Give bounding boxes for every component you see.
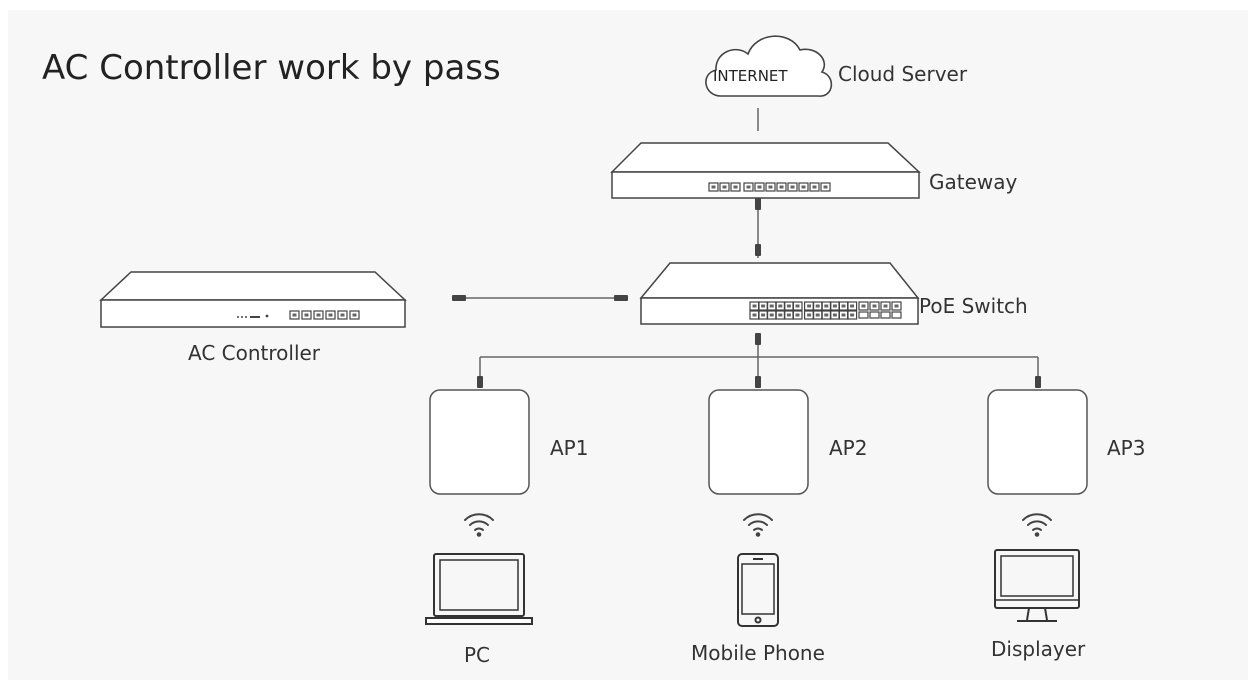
displayer-label: Displayer xyxy=(991,637,1086,661)
network-diagram xyxy=(99,35,1088,627)
diagram-title: AC Controller work by pass xyxy=(42,48,501,88)
mobile-phone-label: Mobile Phone xyxy=(691,641,825,665)
poe-switch-label: PoE Switch xyxy=(919,294,1028,318)
ap3-device xyxy=(987,389,1088,495)
poe-switch-device xyxy=(639,262,920,325)
cloud-server-label: Cloud Server xyxy=(838,62,968,86)
gateway-device xyxy=(610,142,921,199)
ac-controller-label: AC Controller xyxy=(188,341,321,365)
connector xyxy=(452,295,466,301)
pc-label: PC xyxy=(464,643,491,667)
ap2-label: AP2 xyxy=(829,436,868,460)
monitor-icon xyxy=(994,549,1080,622)
ac-controller-device xyxy=(99,271,407,328)
switch-ports xyxy=(749,301,902,320)
connector xyxy=(614,295,628,301)
wifi-icon xyxy=(1022,513,1052,537)
wifi-icon xyxy=(464,513,494,537)
connector xyxy=(755,376,761,388)
cloud-text: INTERNET xyxy=(713,67,788,85)
ap1-label: AP1 xyxy=(550,436,589,460)
ap3-label: AP3 xyxy=(1107,436,1146,460)
gateway-label: Gateway xyxy=(929,170,1018,194)
connector xyxy=(477,376,483,388)
sfp-port xyxy=(880,311,891,319)
sfp-port xyxy=(869,311,880,319)
mobile-phone-icon xyxy=(737,553,779,627)
cloud-icon xyxy=(705,35,833,97)
connector xyxy=(1035,376,1041,388)
sfp-port xyxy=(858,311,869,319)
laptop-icon xyxy=(425,553,533,625)
sfp-port xyxy=(891,311,902,319)
connector xyxy=(755,333,761,345)
connector xyxy=(755,244,761,256)
controller-indicator-leds xyxy=(237,314,269,318)
ap1-device xyxy=(429,389,530,495)
wifi-icon xyxy=(743,513,773,537)
connector xyxy=(755,198,761,210)
ap2-device xyxy=(708,389,809,495)
diagram-canvas: AC Controller work by pass INTERNET Clou… xyxy=(8,10,1248,680)
cable-connectors xyxy=(452,198,1041,388)
